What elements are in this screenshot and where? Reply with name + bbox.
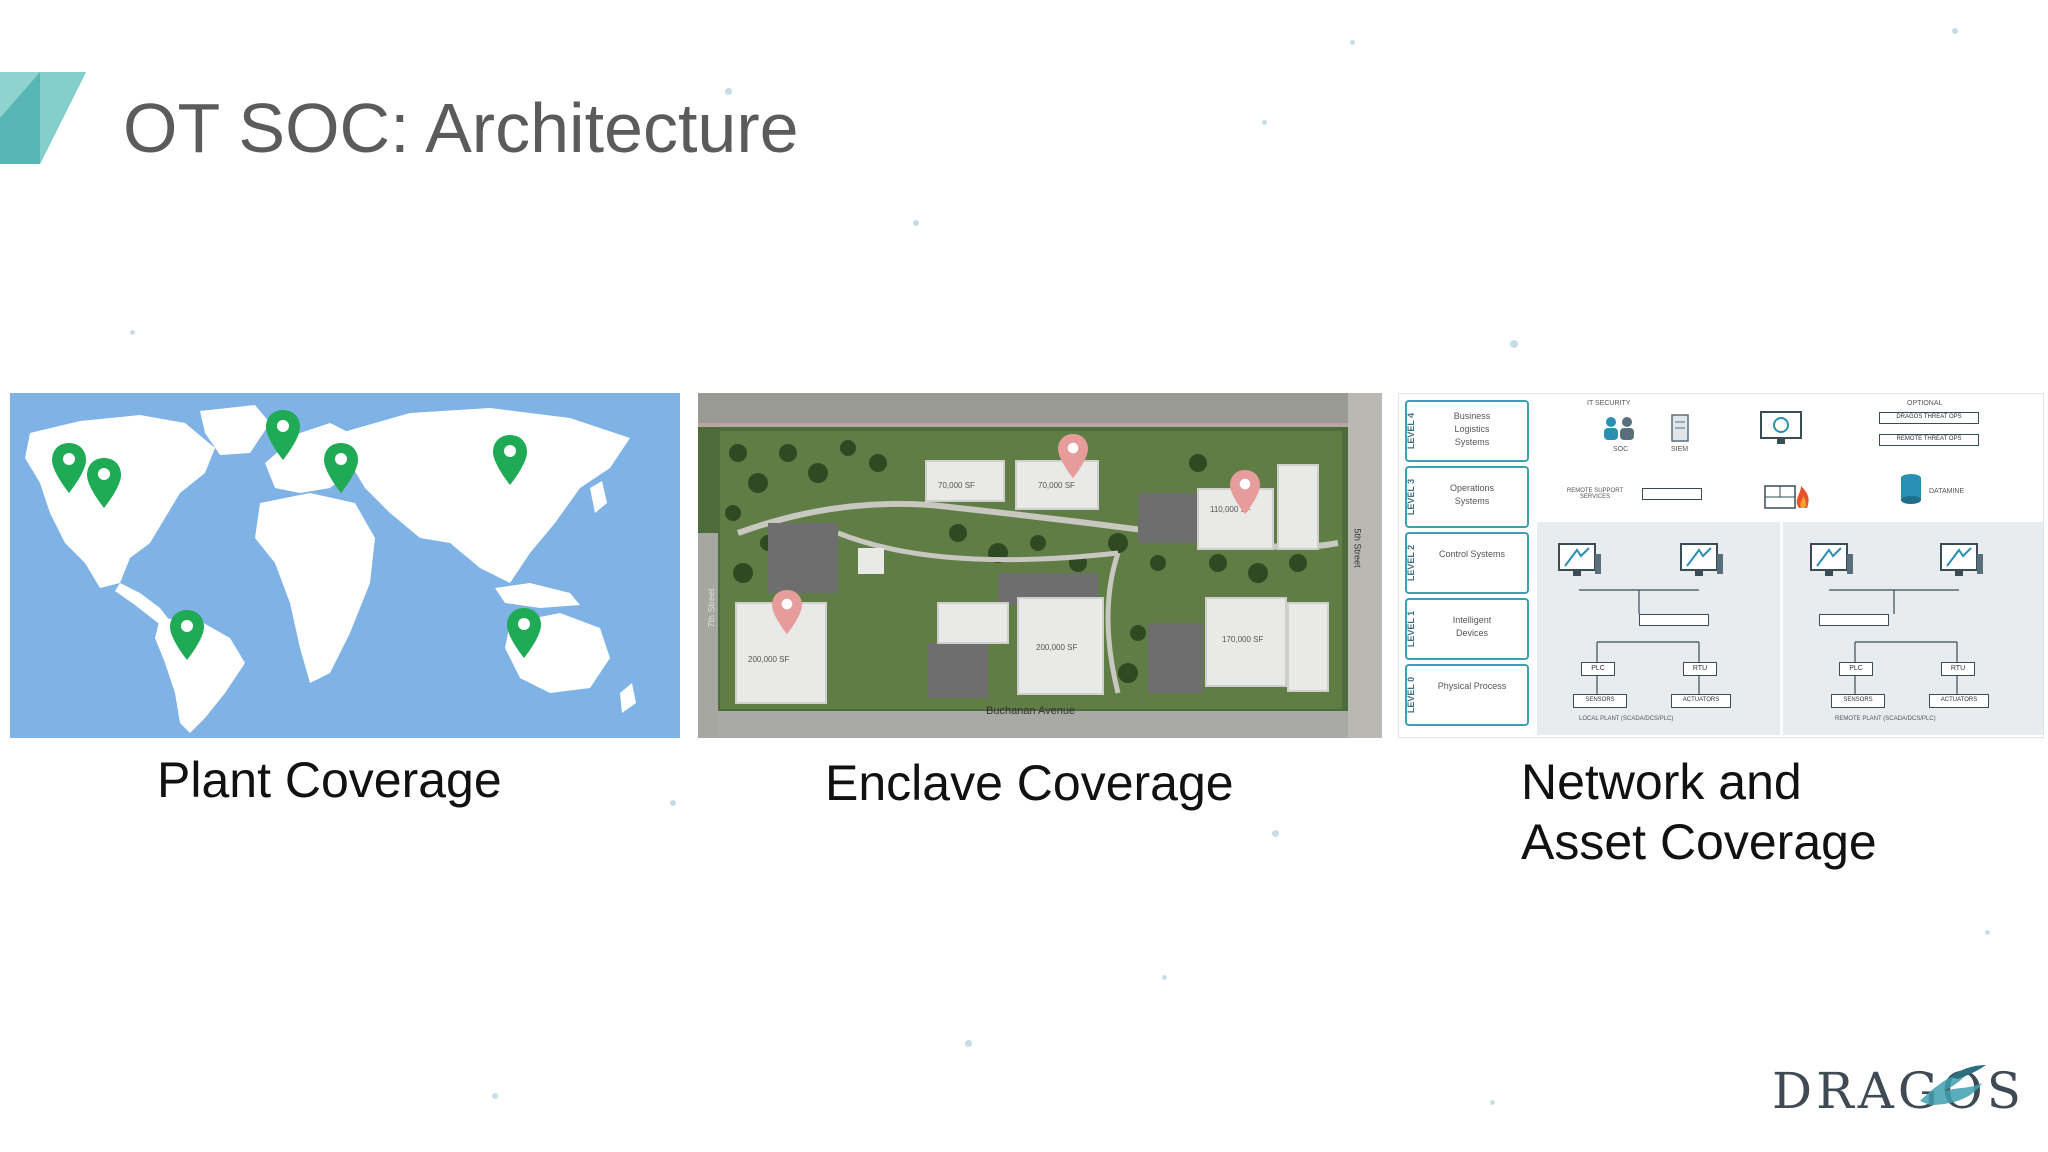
map-pin-icon — [772, 589, 802, 635]
map-pin-icon — [1230, 469, 1260, 515]
zone-divider — [1780, 522, 1783, 735]
building-label: 170,000 SF — [1222, 635, 1264, 644]
plant-coverage-map — [10, 393, 680, 738]
monitor-icon — [1760, 411, 1802, 444]
background-speck — [965, 1040, 972, 1047]
level-name: Business Logistics Systems — [1453, 411, 1491, 447]
diagram-box: RTU — [1683, 662, 1717, 676]
background-speck — [1272, 830, 1279, 837]
firewall-icon — [1764, 485, 1809, 509]
diagram-box: DRAGOS THREAT OPS — [1879, 412, 1979, 424]
workstation-icon — [1680, 543, 1723, 576]
diagram-label: PLC — [1591, 665, 1605, 672]
diagram-label: REMOTE THREAT OPS — [1896, 436, 1962, 442]
workstation-icon — [1940, 543, 1983, 576]
map-pin-icon — [324, 443, 358, 493]
diagram-box: SENSORS — [1573, 694, 1627, 708]
diagram-label: IT SECURITY — [1587, 400, 1631, 407]
diagram-label: ACTUATORS — [1682, 697, 1720, 703]
map-pin-icon — [493, 435, 527, 485]
page-title: OT SOC: Architecture — [123, 89, 799, 167]
workstation-icon — [1558, 543, 1601, 576]
diagram-label: SIEM — [1671, 446, 1689, 453]
diagram-switch — [1639, 614, 1709, 626]
street-label: 7th Street — [706, 588, 717, 628]
users-icon — [1604, 417, 1634, 440]
diagram-label: SENSORS — [1843, 697, 1873, 703]
background-speck — [913, 220, 919, 226]
network-asset-diagram: LEVEL 4 Business Logistics Systems LEVEL… — [1398, 393, 2044, 738]
background-speck — [1262, 120, 1267, 125]
dragos-logo: DRAGOS — [1772, 1062, 2026, 1120]
corner-accent-shape — [0, 72, 86, 164]
background-speck — [1510, 340, 1518, 348]
map-pin-icon — [87, 458, 121, 508]
building-label: 70,000 SF — [1038, 481, 1075, 490]
level-name: Control Systems — [1438, 549, 1506, 559]
map-pin-icon — [1058, 433, 1088, 479]
building-label: 70,000 SF — [938, 481, 975, 490]
diagram-label: REMOTE PLANT (SCADA/DCS/PLC) — [1835, 716, 1936, 722]
diagram-label: REMOTE SUPPORT SERVICES — [1566, 488, 1624, 500]
workstation-icon — [1810, 543, 1853, 576]
diagram-label: OPTIONAL — [1907, 400, 1943, 407]
diagram-label: LOCAL PLANT (SCADA/DCS/PLC) — [1579, 716, 1674, 722]
background-speck — [725, 88, 732, 95]
level-band: LEVEL 2 Control Systems — [1405, 532, 1529, 594]
diagram-label: RTU — [1950, 665, 1966, 672]
building-label: 200,000 SF — [1036, 643, 1078, 652]
level-name: Operations Systems — [1449, 483, 1495, 506]
level-name: Physical Process — [1437, 681, 1507, 691]
background-speck — [1490, 1100, 1495, 1105]
diagram-label: PLC — [1849, 665, 1863, 672]
diagram-box: PLC — [1581, 662, 1615, 676]
street-label: Buchanan Avenue — [986, 705, 1076, 717]
diagram-switch — [1642, 488, 1702, 500]
database-icon — [1901, 474, 1921, 504]
background-speck — [130, 330, 135, 335]
background-speck — [1350, 40, 1355, 45]
network-coverage-caption-line1: Network and — [1521, 754, 1802, 810]
level-name: Intelligent Devices — [1452, 615, 1492, 638]
background-speck — [1985, 930, 1990, 935]
map-pin-icon — [507, 608, 541, 658]
plant-coverage-caption: Plant Coverage — [157, 752, 502, 808]
dragon-icon — [1920, 1065, 1986, 1105]
diagram-label: SOC — [1613, 446, 1629, 453]
enclave-coverage-caption: Enclave Coverage — [825, 755, 1234, 811]
level-band: LEVEL 0 Physical Process — [1405, 664, 1529, 726]
diagram-switch — [1819, 614, 1889, 626]
map-pin-icon — [266, 410, 300, 460]
network-coverage-caption-line2: Asset Coverage — [1521, 814, 1877, 870]
diagram-label: DATAMINE — [1929, 488, 1965, 495]
diagram-box: SENSORS — [1831, 694, 1885, 708]
background-speck — [670, 800, 676, 806]
map-pin-icon — [52, 443, 86, 493]
building-label: 200,000 SF — [748, 655, 790, 664]
diagram-box: PLC — [1839, 662, 1873, 676]
diagram-box: ACTUATORS — [1671, 694, 1731, 708]
building-label: 110,000 SF — [1210, 505, 1251, 514]
background-speck — [1952, 28, 1958, 34]
level-band: LEVEL 3 Operations Systems — [1405, 466, 1529, 528]
level-band: LEVEL 1 Intelligent Devices — [1405, 598, 1529, 660]
enclave-coverage-site-plan: 70,000 SF 70,000 SF 110,000 SF 200,000 S… — [698, 393, 1382, 738]
network-links — [1579, 589, 1959, 694]
street-label: 5th Street — [1352, 528, 1363, 568]
background-speck — [492, 1093, 498, 1099]
diagram-label: SENSORS — [1585, 697, 1615, 703]
diagram-box: REMOTE THREAT OPS — [1879, 434, 1979, 446]
diagram-box: ACTUATORS — [1929, 694, 1989, 708]
map-pin-icon — [170, 610, 204, 660]
diagram-box: RTU — [1941, 662, 1975, 676]
diagram-label: DRAGOS THREAT OPS — [1896, 414, 1962, 420]
diagram-label: ACTUATORS — [1940, 697, 1978, 703]
background-speck — [1162, 975, 1167, 980]
server-icon — [1671, 414, 1689, 442]
diagram-label: RTU — [1692, 665, 1708, 672]
level-band: LEVEL 4 Business Logistics Systems — [1405, 400, 1529, 462]
